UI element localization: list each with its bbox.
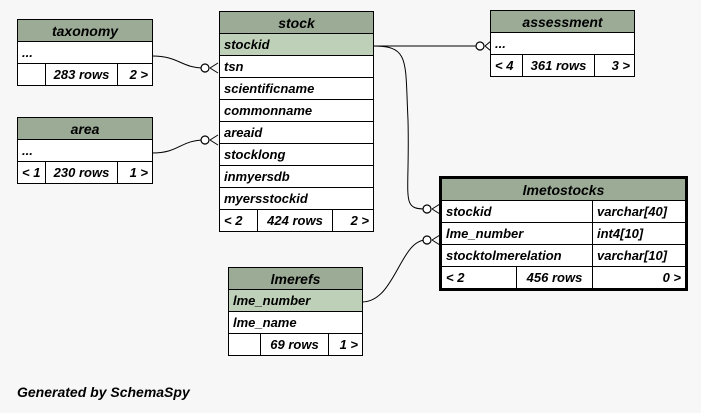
footer-right: 2 > bbox=[116, 63, 154, 86]
table-row: tsn bbox=[218, 55, 375, 78]
column-name: stocktolmerelation bbox=[440, 244, 593, 267]
table-row: ... bbox=[489, 32, 636, 55]
row-count: 283 rows bbox=[45, 63, 118, 86]
table-area[interactable]: area ... < 1 230 rows 1 > bbox=[16, 117, 154, 184]
table-assessment[interactable]: assessment ... < 4 361 rows 3 > bbox=[489, 10, 636, 77]
footer-left bbox=[228, 333, 261, 356]
table-stock[interactable]: stock stockid tsn scientificname commonn… bbox=[218, 11, 375, 232]
table-lmetostocks[interactable]: lmetostocks stockid varchar[40] lme_numb… bbox=[439, 176, 689, 291]
footer-right: 1 > bbox=[116, 161, 154, 184]
footer-right: 1 > bbox=[327, 333, 364, 356]
footer-right: 2 > bbox=[331, 209, 375, 232]
table-row: ... bbox=[16, 41, 154, 64]
row-count: 361 rows bbox=[522, 54, 595, 77]
table-row: lme_name bbox=[227, 311, 364, 334]
edge-stock-lmetostocks bbox=[372, 45, 427, 210]
table-row: myersstockid bbox=[218, 187, 375, 210]
generated-by-label: Generated by SchemaSpy bbox=[17, 384, 190, 400]
row-count: 456 rows bbox=[516, 266, 593, 290]
table-row: commonname bbox=[218, 99, 375, 122]
table-title[interactable]: lmerefs bbox=[227, 267, 364, 290]
footer-right: 0 > bbox=[591, 266, 688, 290]
footer-left: < 2 bbox=[219, 209, 258, 232]
table-row: stocklong bbox=[218, 143, 375, 166]
column-type: varchar[40] bbox=[591, 200, 688, 223]
column-name: stockid bbox=[440, 200, 593, 223]
table-row: lme_number bbox=[227, 289, 364, 312]
row-count: 69 rows bbox=[260, 333, 329, 356]
table-taxonomy[interactable]: taxonomy ... 283 rows 2 > bbox=[16, 19, 154, 86]
table-row: ... bbox=[16, 139, 154, 162]
footer-left bbox=[17, 63, 46, 86]
table-title[interactable]: stock bbox=[218, 11, 375, 34]
column-type: varchar[10] bbox=[591, 244, 688, 267]
footer-left: < 1 bbox=[17, 161, 46, 184]
table-row: inmyersdb bbox=[218, 165, 375, 188]
table-row: stockid bbox=[218, 33, 375, 56]
table-title[interactable]: lmetostocks bbox=[439, 177, 688, 201]
table-row: scientificname bbox=[218, 77, 375, 100]
edge-taxonomy-stock bbox=[151, 55, 206, 69]
column-type: int4[10] bbox=[591, 222, 688, 245]
table-title[interactable]: taxonomy bbox=[16, 19, 154, 42]
footer-right: 3 > bbox=[593, 54, 636, 77]
footer-left: < 4 bbox=[490, 54, 523, 77]
table-title[interactable]: area bbox=[16, 117, 154, 140]
edge-lmerefs-lmetostocks bbox=[361, 239, 427, 303]
column-name: lme_number bbox=[440, 222, 593, 245]
table-title[interactable]: assessment bbox=[489, 10, 636, 33]
edge-area-stock bbox=[151, 139, 206, 154]
row-count: 424 rows bbox=[257, 209, 333, 232]
footer-left: < 2 bbox=[440, 266, 517, 290]
row-count: 230 rows bbox=[45, 161, 118, 184]
table-lmerefs[interactable]: lmerefs lme_number lme_name 69 rows 1 > bbox=[227, 267, 364, 356]
table-row: areaid bbox=[218, 121, 375, 144]
